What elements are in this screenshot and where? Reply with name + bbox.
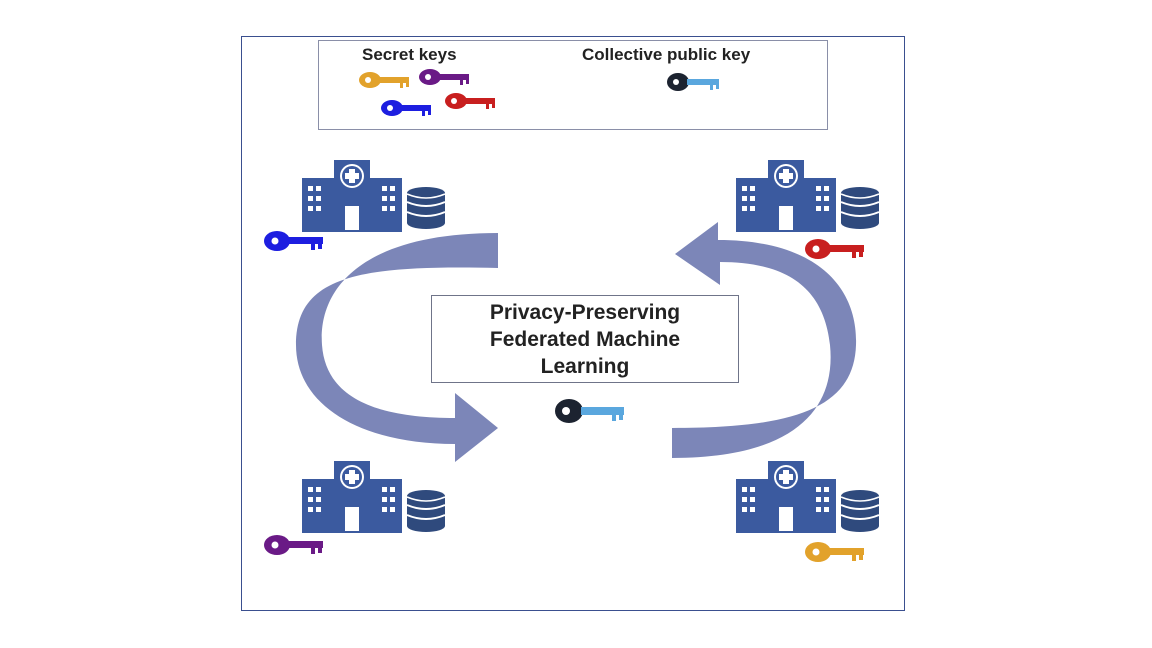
center-title-box: Privacy-Preserving Federated Machine Lea… [431,295,739,383]
center-title-line-3: Learning [540,354,630,378]
right-cycle-arrow [672,222,857,458]
hospital-icon-bottom-right [736,461,836,533]
secret-key-blue-node-icon [264,231,323,251]
secret-key-orange-icon [359,72,409,88]
database-icon-bottom-left [406,489,446,533]
collective-public-key-label: Collective public key [582,45,751,64]
hospital-icon-bottom-left [302,461,402,533]
secret-key-red-icon [445,93,495,109]
center-title-line-1: Privacy-Preserving [489,300,681,324]
collective-public-key-icon [667,73,719,91]
hospital-icon-top-left [302,160,402,232]
center-public-key-icon [555,399,624,423]
database-icon-top-left [406,186,446,230]
secret-key-orange-node-icon [805,542,864,562]
center-title-line-2: Federated Machine [489,327,681,351]
secret-keys-label: Secret keys [362,45,457,64]
hospital-icon-top-right [736,160,836,232]
secret-key-purple-node-icon [264,535,323,555]
left-cycle-arrow [296,233,498,462]
secret-key-purple-icon [419,69,469,85]
database-icon-top-right [840,186,880,230]
database-icon-bottom-right [840,489,880,533]
secret-key-blue-icon [381,100,431,116]
secret-key-red-node-icon [805,239,864,259]
